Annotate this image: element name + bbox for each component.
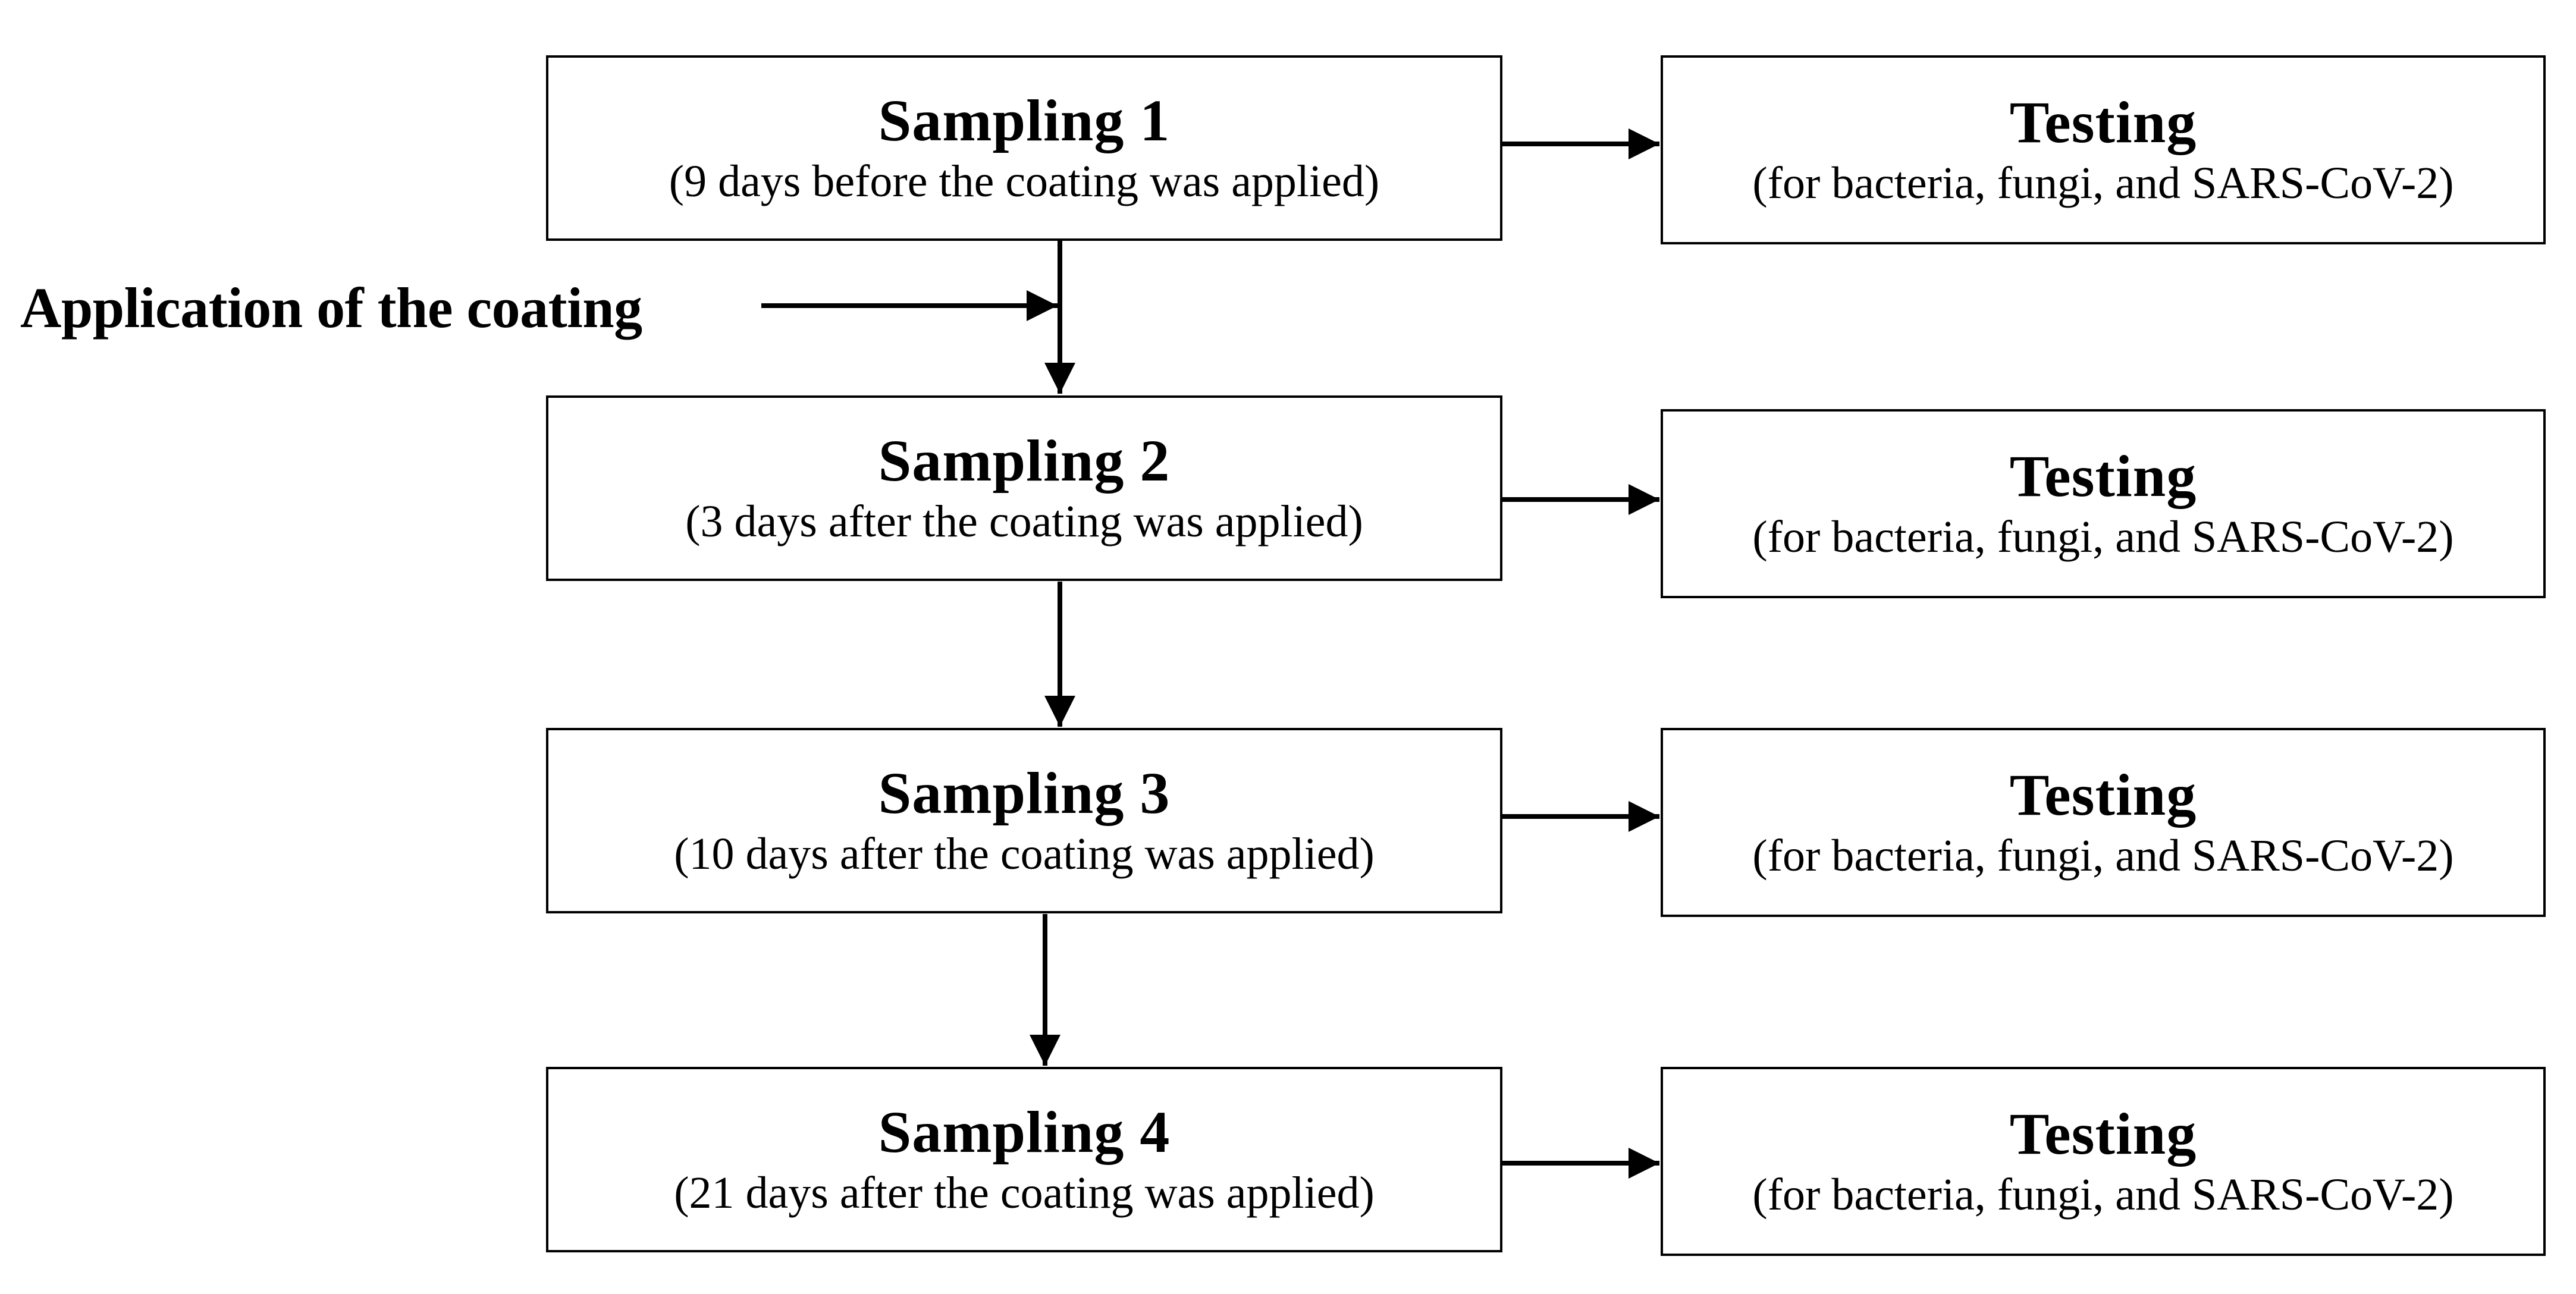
testing-4-subtitle: (for bacteria, fungi, and SARS-CoV-2) xyxy=(1752,1170,2454,1220)
testing-1-box: Testing (for bacteria, fungi, and SARS-C… xyxy=(1661,55,2546,244)
testing-1-title: Testing xyxy=(2009,89,2197,155)
testing-3-box: Testing (for bacteria, fungi, and SARS-C… xyxy=(1661,728,2546,917)
sampling-3-title: Sampling 3 xyxy=(878,760,1171,826)
testing-2-subtitle: (for bacteria, fungi, and SARS-CoV-2) xyxy=(1752,512,2454,562)
sampling-4-subtitle: (21 days after the coating was applied) xyxy=(674,1168,1375,1218)
application-of-coating-label: Application of the coating xyxy=(20,276,642,340)
sampling-2-title: Sampling 2 xyxy=(878,428,1171,494)
sampling-2-subtitle: (3 days after the coating was applied) xyxy=(685,497,1363,547)
sampling-2-box: Sampling 2 (3 days after the coating was… xyxy=(546,395,1502,581)
sampling-1-title: Sampling 1 xyxy=(878,87,1171,153)
sampling-1-subtitle: (9 days before the coating was applied) xyxy=(669,156,1380,206)
testing-1-subtitle: (for bacteria, fungi, and SARS-CoV-2) xyxy=(1752,158,2454,208)
testing-2-title: Testing xyxy=(2009,443,2197,509)
sampling-3-box: Sampling 3 (10 days after the coating wa… xyxy=(546,728,1502,913)
testing-2-box: Testing (for bacteria, fungi, and SARS-C… xyxy=(1661,409,2546,598)
testing-3-subtitle: (for bacteria, fungi, and SARS-CoV-2) xyxy=(1752,831,2454,881)
testing-3-title: Testing xyxy=(2009,762,2197,828)
sampling-4-box: Sampling 4 (21 days after the coating wa… xyxy=(546,1067,1502,1252)
sampling-3-subtitle: (10 days after the coating was applied) xyxy=(674,829,1375,879)
sampling-1-box: Sampling 1 (9 days before the coating wa… xyxy=(546,55,1502,241)
testing-4-box: Testing (for bacteria, fungi, and SARS-C… xyxy=(1661,1067,2546,1256)
testing-4-title: Testing xyxy=(2009,1101,2197,1167)
sampling-4-title: Sampling 4 xyxy=(878,1099,1171,1165)
